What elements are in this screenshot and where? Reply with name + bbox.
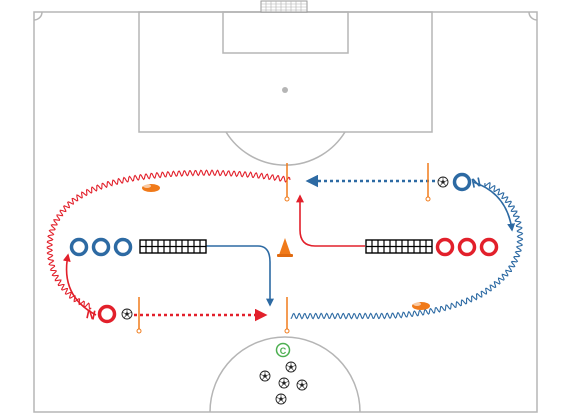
blue-player xyxy=(113,237,133,257)
blue-player xyxy=(69,237,89,257)
blue-player xyxy=(91,237,111,257)
red-dribble-path xyxy=(46,169,291,310)
goal-area xyxy=(222,11,349,54)
soccer-ball-icon xyxy=(121,308,133,320)
blue-player-group xyxy=(69,237,133,257)
ball-pile xyxy=(259,361,308,405)
mannequin-pole-icon xyxy=(136,297,142,334)
soccer-ball-icon xyxy=(296,379,308,391)
blue-starter-player: N xyxy=(452,172,482,192)
player-label: N xyxy=(85,306,97,323)
pitch-markings xyxy=(33,0,538,413)
centre-circle xyxy=(209,336,361,413)
corner-arc-top-left xyxy=(33,11,43,21)
agility-ladder-icon xyxy=(365,239,433,254)
agility-ladder-icon xyxy=(139,239,207,254)
blue-curve-arrow xyxy=(472,181,516,232)
soccer-ball-icon xyxy=(437,176,449,188)
hurdle-icon xyxy=(142,184,160,192)
penalty-arc xyxy=(225,131,346,166)
blue-run-arrow xyxy=(206,245,274,307)
red-player xyxy=(435,237,455,257)
player-label: N xyxy=(470,174,482,191)
mannequin-pole-icon xyxy=(284,297,290,334)
red-run-arrow xyxy=(296,194,365,247)
blue-dribble-path xyxy=(290,181,524,320)
mannequin-pole-icon xyxy=(284,163,290,202)
pass-lines xyxy=(62,174,516,322)
soccer-ball-icon xyxy=(285,361,297,373)
red-player xyxy=(457,237,477,257)
dribble-paths xyxy=(46,169,524,320)
goal-net xyxy=(260,0,308,13)
red-curve-arrow xyxy=(62,253,97,316)
soccer-ball-icon xyxy=(259,370,271,382)
coach-label: C xyxy=(280,346,287,356)
penalty-area xyxy=(138,11,433,133)
hurdle-icon xyxy=(412,302,430,310)
cone-icon xyxy=(277,238,293,257)
corner-arc-top-right xyxy=(528,11,538,21)
red-player-group xyxy=(435,237,499,257)
mannequin-pole-icon xyxy=(425,163,431,202)
coach-marker: C xyxy=(275,342,291,358)
red-starter-player: N xyxy=(85,304,117,324)
soccer-ball-icon xyxy=(275,393,287,405)
penalty-spot xyxy=(282,87,288,93)
soccer-ball-icon xyxy=(278,377,290,389)
red-player xyxy=(479,237,499,257)
mannequin-poles xyxy=(136,163,431,334)
